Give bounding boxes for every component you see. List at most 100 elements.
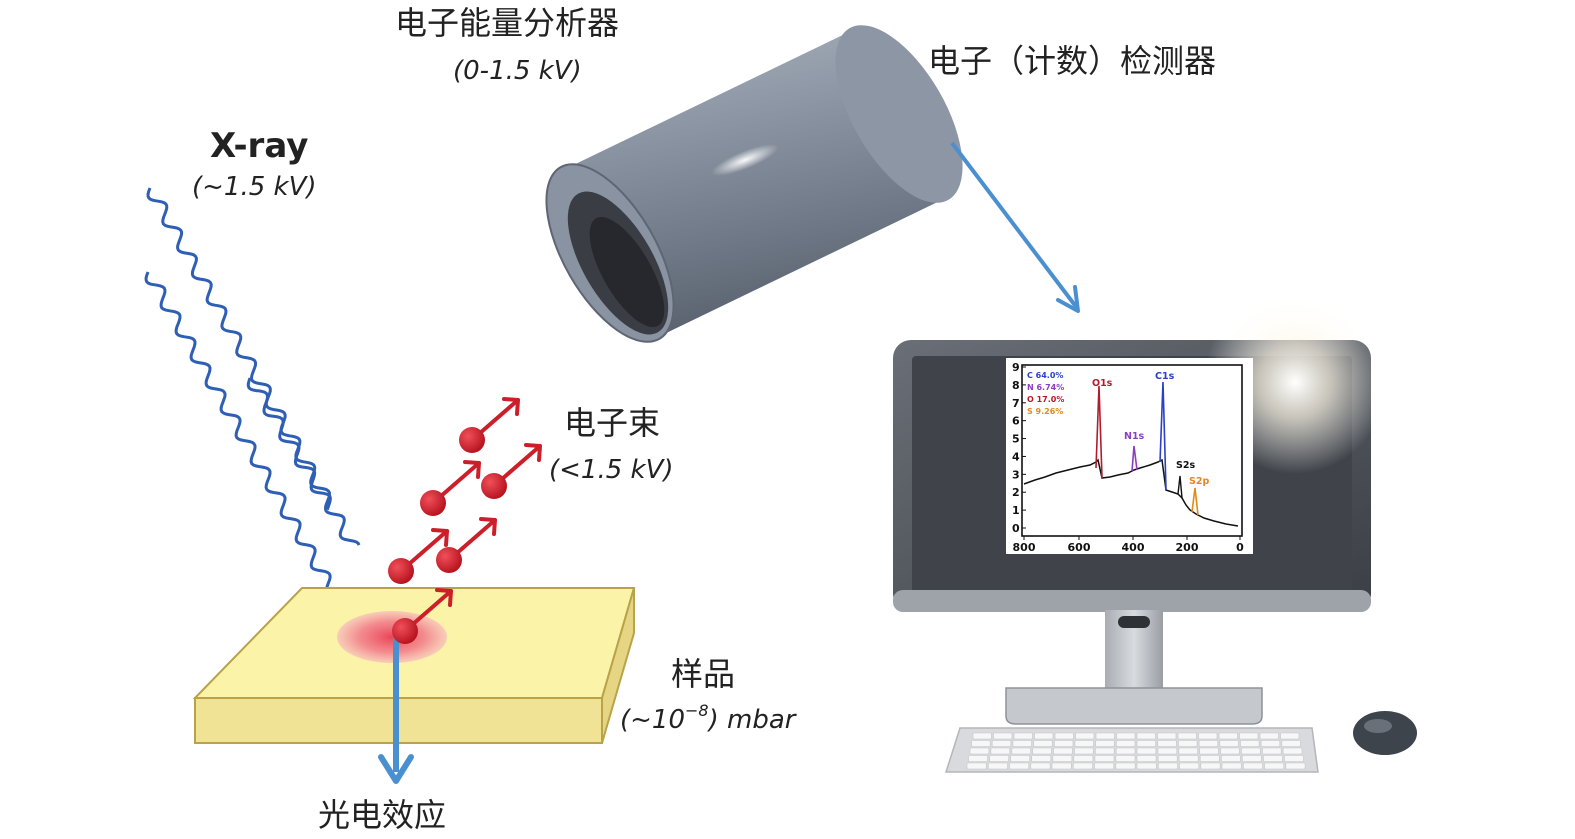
keyboard-key — [1115, 755, 1136, 762]
keyboard-key — [1284, 755, 1304, 762]
keyboard-key — [1262, 747, 1282, 755]
spectrum-panel — [1006, 358, 1253, 554]
keyboard-key — [993, 732, 1013, 740]
electron — [420, 460, 481, 516]
electron — [459, 397, 520, 453]
spectrum-peak-labels: O1s N1s C1s S2s S2p — [1092, 371, 1209, 487]
keyboard-key — [1259, 732, 1279, 740]
keyboard-key — [1094, 762, 1115, 770]
peak-o1s-line — [1095, 385, 1103, 479]
keyboard-key — [989, 755, 1009, 762]
keyboard-key — [990, 747, 1011, 755]
keyboard-key — [1241, 747, 1261, 755]
keyboard-key — [1094, 755, 1115, 762]
electron — [481, 443, 542, 499]
sample-right-face — [601, 587, 635, 744]
keyboard-key — [1281, 740, 1301, 747]
keyboard-key — [1157, 747, 1178, 755]
spectrum-legend: C 64.0%N 6.74%O 17.0%S 9.26% — [1027, 371, 1064, 416]
keyboard-key — [1221, 755, 1241, 762]
y-tick-label: 3 — [1012, 468, 1020, 481]
label-sample: 样品 — [671, 655, 735, 693]
keyboard-key — [987, 762, 1008, 770]
keyboard-key — [1240, 740, 1260, 747]
keyboard-key — [1157, 732, 1177, 740]
keyboard-key — [972, 732, 992, 740]
label-xray-voltage: (~1.5 kV) — [192, 172, 317, 202]
electron-dot — [481, 473, 507, 499]
keyboard-key — [1075, 732, 1095, 740]
keyboard-key — [1073, 755, 1094, 762]
legend-entry: O 17.0% — [1027, 395, 1064, 404]
electron — [388, 528, 449, 584]
x-tick-label: 600 — [1068, 541, 1091, 554]
keyboard-key — [1053, 747, 1073, 755]
electron-dot — [392, 618, 418, 644]
keyboard-key — [1198, 732, 1218, 740]
peak-label-c1s: C1s — [1155, 371, 1175, 382]
electron-arrow-head — [463, 460, 481, 479]
keyboard-key — [1054, 732, 1074, 740]
keyboard-key — [1011, 747, 1031, 755]
keyboard-key — [1242, 755, 1262, 762]
legend-entry: C 64.0% — [1027, 371, 1063, 380]
xray-wave-1 — [146, 187, 361, 546]
electron-dot — [459, 427, 485, 453]
keyboard-key — [1220, 747, 1240, 755]
keyboard-key — [1095, 740, 1115, 747]
sample-block — [192, 587, 636, 744]
keyboard-key — [1074, 740, 1094, 747]
keyboard-key — [1052, 755, 1073, 762]
peak-c1s-line — [1159, 381, 1167, 491]
monitor-stand-base — [1005, 687, 1263, 725]
keyboard-key — [1009, 762, 1030, 770]
electron-dot — [388, 558, 414, 584]
keyboard-key — [1179, 762, 1200, 770]
keyboard-key — [1116, 732, 1136, 740]
y-tick-label: 2 — [1012, 486, 1020, 499]
keyboard-key — [966, 762, 987, 770]
xray-wave-2 — [144, 271, 347, 622]
keyboard-key — [1263, 755, 1283, 762]
mouse — [1353, 711, 1417, 755]
peak-s2s-line — [1177, 475, 1183, 499]
peak-s2p-line — [1191, 487, 1199, 516]
xray-wave-3 — [246, 377, 332, 511]
mouse-shine — [1364, 719, 1392, 733]
keyboard-key — [1031, 755, 1052, 762]
keyboard-key — [1221, 762, 1242, 770]
keyboard-key — [1218, 732, 1238, 740]
peak-n1s-line — [1131, 445, 1138, 472]
electron — [436, 517, 497, 573]
y-tick-label: 1 — [1012, 504, 1020, 517]
keyboard-key — [1136, 762, 1157, 770]
keyboard-key — [1095, 747, 1115, 755]
label-photoelectric-effect: 光电效应 — [318, 796, 446, 834]
keyboard-key — [1033, 740, 1053, 747]
y-tick-label: 7 — [1012, 397, 1020, 410]
keyboard-key — [1074, 747, 1094, 755]
keyboard-key — [1136, 732, 1156, 740]
keyboard-key — [1115, 747, 1136, 755]
photoemission-spot — [337, 611, 447, 663]
keyboard-key — [1136, 755, 1157, 762]
xray-waves — [144, 187, 361, 622]
legend-entry: S 9.26% — [1027, 407, 1063, 416]
electron-energy-analyzer — [545, 25, 963, 343]
keyboard-key — [1136, 747, 1157, 755]
keyboard-key — [1136, 740, 1157, 747]
keyboard-keys — [966, 732, 1306, 770]
peak-label-n1s: N1s — [1124, 431, 1145, 442]
keyboard-key — [1012, 740, 1032, 747]
electron-arrow-head — [479, 517, 497, 536]
keyboard-key — [1034, 732, 1054, 740]
label-analyzer-voltage: (0-1.5 kV) — [453, 56, 582, 86]
keyboard-key — [1177, 732, 1197, 740]
keyboard-key — [1264, 762, 1285, 770]
spectrum-plot-area — [1021, 364, 1243, 537]
keyboard-key — [1199, 747, 1219, 755]
keyboard-key — [1243, 762, 1263, 770]
